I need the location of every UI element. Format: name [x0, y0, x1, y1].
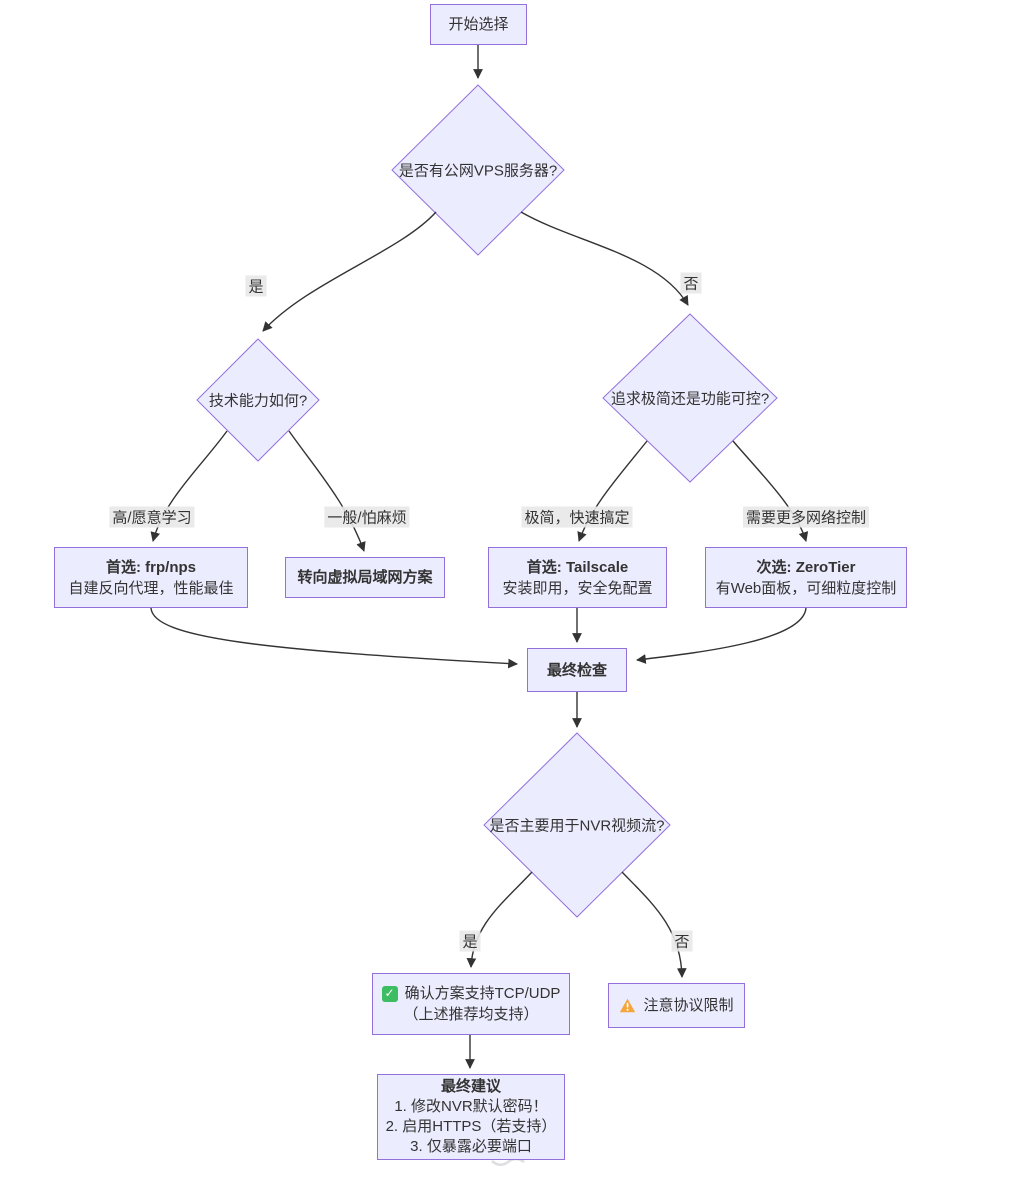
node-final-advice: 最终建议 1. 修改NVR默认密码！ 2. 启用HTTPS（若支持） 3. 仅暴…: [377, 1074, 565, 1160]
node-advice-item-3: 3. 仅暴露必要端口: [410, 1138, 532, 1155]
decision-nvr-label: 是否主要用于NVR视频流?: [489, 817, 665, 835]
decision-mode-label: 追求极简还是功能可控?: [610, 390, 770, 408]
decision-diamond-mode: [602, 313, 778, 483]
edge-nvr-no: [621, 871, 687, 978]
warning-icon: [619, 998, 636, 1013]
decision-skill-label: 技术能力如何?: [208, 392, 308, 410]
edge-vps-no: [520, 211, 689, 306]
node-protocol-warning: 注意协议限制: [608, 983, 745, 1028]
node-tcp-confirm: 确认方案支持TCP/UDP （上述推荐均支持）: [372, 973, 570, 1035]
node-start: 开始选择: [430, 4, 527, 45]
node-tailscale-desc: 安装即用，安全免配置: [502, 579, 653, 597]
node-frp: 首选: frp/nps 自建反向代理，性能最佳: [54, 547, 248, 608]
node-tailscale: 首选: Tailscale 安装即用，安全免配置: [488, 547, 667, 608]
edge-label-no-2: 否: [671, 930, 693, 952]
node-advice-title: 最终建议: [440, 1078, 501, 1095]
node-final-check-label: 最终检查: [546, 661, 607, 679]
node-zerotier-desc: 有Web面板，可细粒度控制: [715, 579, 897, 597]
node-warning-label: 注意协议限制: [643, 997, 734, 1014]
node-start-label: 开始选择: [448, 16, 509, 33]
node-advice-item-2: 2. 启用HTTPS（若支持）: [385, 1118, 557, 1135]
decision-vps-label: 是否有公网VPS服务器?: [398, 162, 558, 180]
node-tailscale-title: 首选: Tailscale: [526, 558, 629, 576]
node-zerotier: 次选: ZeroTier 有Web面板，可细粒度控制: [705, 547, 907, 608]
edge-label-yes-2: 是: [459, 930, 481, 952]
edge-label-mode-control: 需要更多网络控制: [742, 506, 870, 528]
check-icon: [381, 985, 398, 1002]
node-advice-item-1: 1. 修改NVR默认密码！: [394, 1098, 548, 1115]
node-tcp-title: 确认方案支持TCP/UDP: [404, 985, 561, 1002]
decision-diamond-nvr: [483, 732, 671, 918]
edge-label-skill-casual: 一般/怕麻烦: [324, 506, 410, 528]
node-vlan: 转向虚拟局域网方案: [285, 557, 445, 598]
node-frp-title: 首选: frp/nps: [106, 558, 196, 576]
node-final-check: 最终检查: [527, 648, 627, 692]
node-zerotier-title: 次选: ZeroTier: [756, 558, 856, 576]
edge-frp-to-check: [150, 607, 518, 669]
edge-zerotier-to-check: [636, 607, 807, 664]
node-vlan-label: 转向虚拟局域网方案: [297, 569, 433, 586]
edge-mode-control: [732, 440, 809, 542]
edge-label-yes-1: 是: [245, 275, 267, 297]
edge-mode-minimal: [577, 440, 648, 542]
edge-skill-casual: [288, 430, 366, 552]
edge-nvr-yes: [466, 871, 533, 968]
edge-label-skill-high: 高/愿意学习: [109, 506, 195, 528]
edge-skill-high: [150, 430, 228, 542]
edge-vps-yes: [262, 211, 437, 332]
node-frp-desc: 自建反向代理，性能最佳: [68, 579, 234, 597]
edge-label-mode-minimal: 极简，快速搞定: [521, 506, 633, 528]
edge-label-no-1: 否: [680, 272, 702, 294]
node-tcp-desc: （上述推荐均支持）: [403, 1006, 539, 1023]
decision-diamond-skill: [196, 338, 320, 462]
